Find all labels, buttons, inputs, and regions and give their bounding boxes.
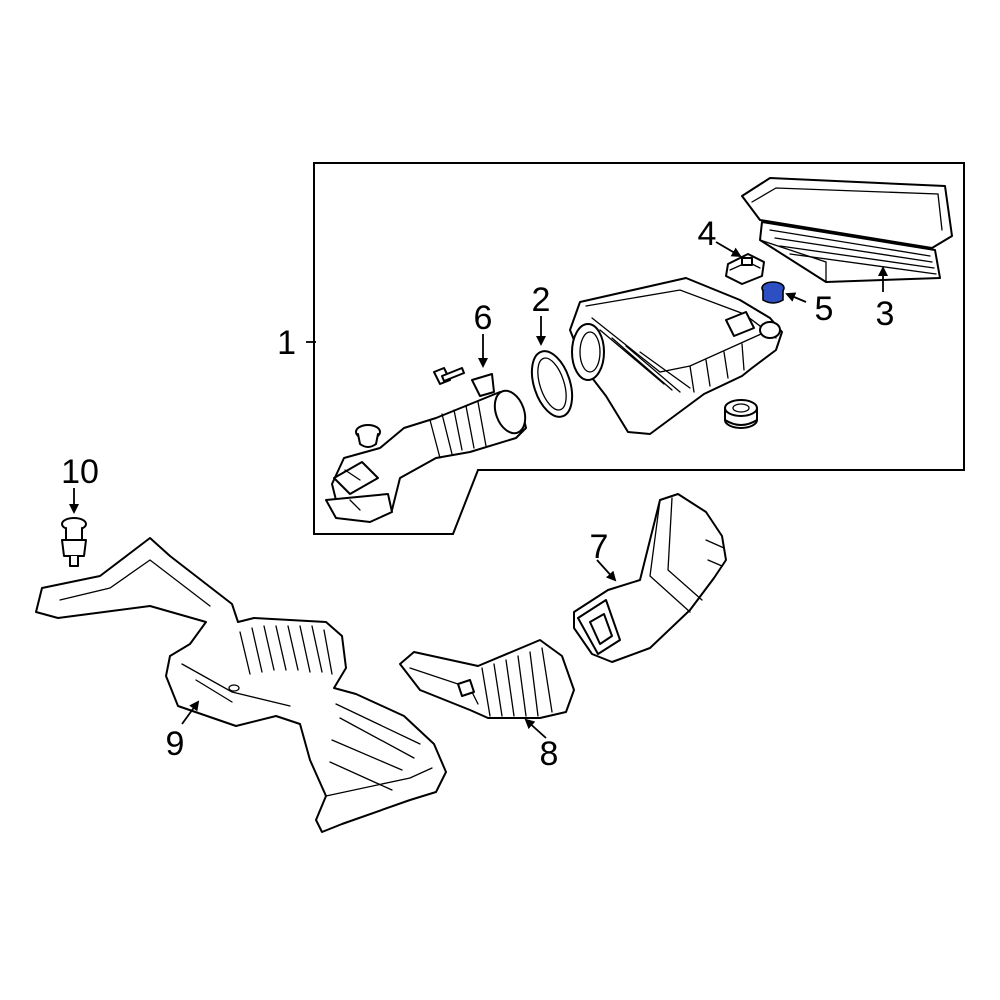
- callout-4: 4: [698, 215, 717, 253]
- callout-6: 6: [474, 299, 493, 337]
- intake-duct[interactable]: [325, 373, 531, 523]
- upper-air-duct[interactable]: [573, 493, 727, 663]
- sensor-clip[interactable]: [725, 253, 765, 285]
- callout-labels: 1 2 3 4 5 6 7 8 9 10: [61, 215, 894, 773]
- highlighted-plug[interactable]: [761, 281, 785, 304]
- seal-ring[interactable]: [524, 346, 579, 422]
- bushing[interactable]: [724, 399, 758, 429]
- callout-5: 5: [815, 290, 834, 328]
- callout-3: 3: [876, 295, 895, 333]
- callout-1: 1: [277, 324, 296, 362]
- callout-8: 8: [540, 735, 559, 773]
- callout-9: 9: [166, 725, 185, 763]
- bolt[interactable]: [433, 367, 465, 385]
- bellows-hose[interactable]: [399, 639, 575, 719]
- assembly-frame: [313, 162, 965, 535]
- callout-10: 10: [61, 453, 99, 491]
- air-filter-element[interactable]: [741, 177, 953, 283]
- lower-air-duct[interactable]: [35, 537, 447, 833]
- callout-7: 7: [590, 528, 609, 566]
- leader-lines: [69, 241, 888, 739]
- air-cleaner-housing[interactable]: [569, 277, 783, 435]
- grommet[interactable]: [355, 424, 381, 448]
- push-clip[interactable]: [61, 517, 87, 567]
- callout-2: 2: [532, 281, 551, 319]
